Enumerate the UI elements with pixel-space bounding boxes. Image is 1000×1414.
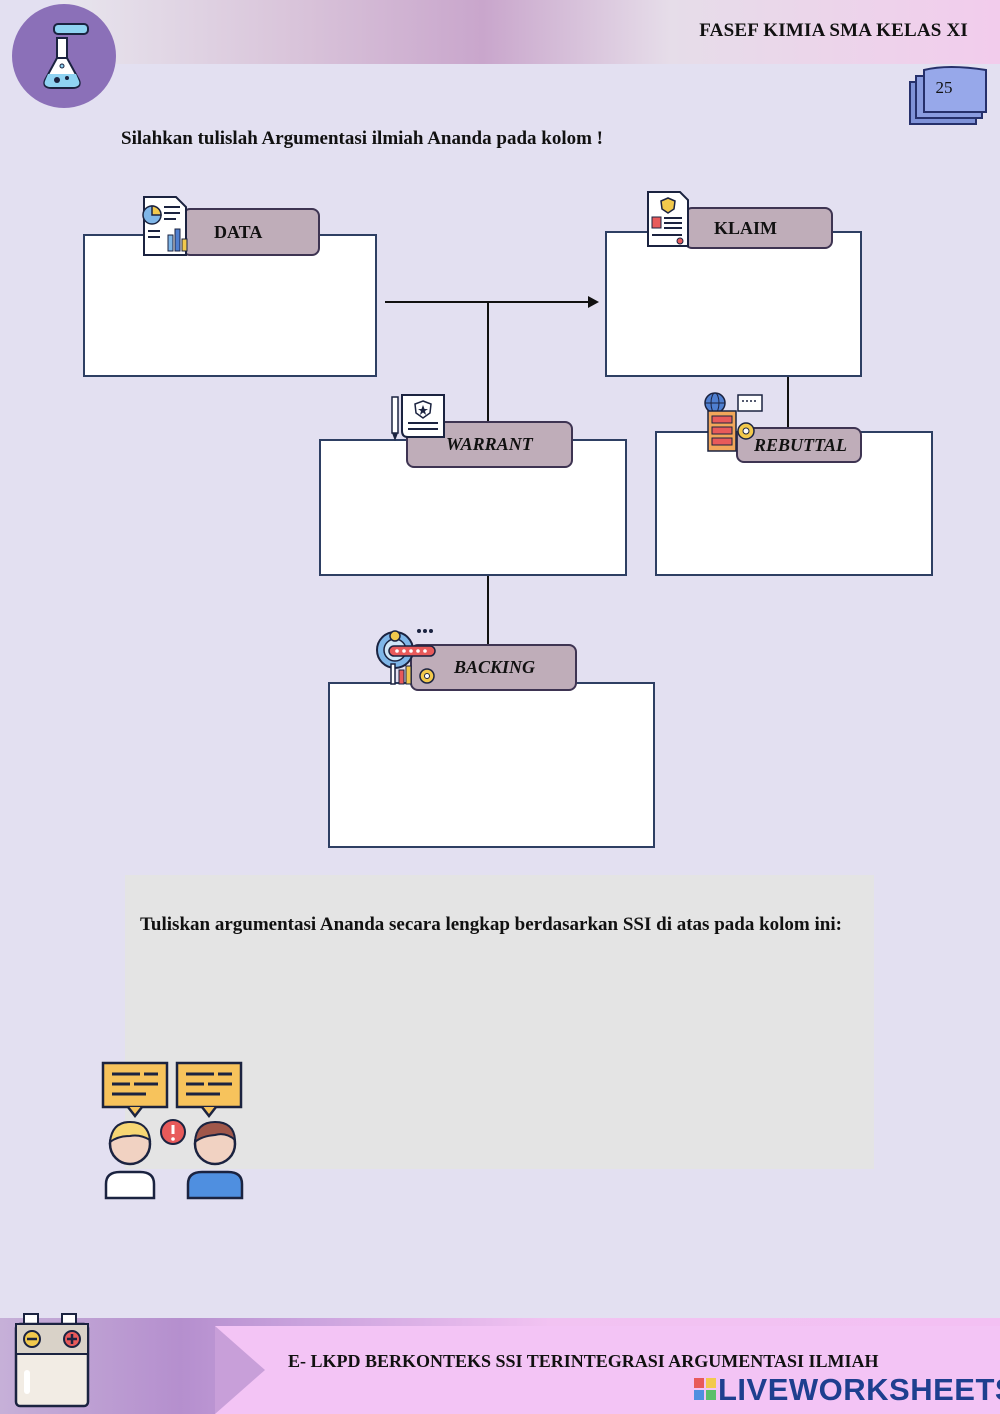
- klaim-box[interactable]: [605, 231, 862, 377]
- backing-box[interactable]: [328, 682, 655, 848]
- certificate-document-icon: [647, 191, 689, 247]
- report-chart-icon: [142, 196, 188, 256]
- data-label: DATA: [182, 208, 320, 256]
- full-argument-panel[interactable]: [125, 875, 874, 1169]
- page-number: 25: [935, 78, 953, 97]
- contract-pen-icon: [391, 394, 445, 441]
- klaim-label-text: KLAIM: [714, 217, 777, 238]
- footer-arrow: [215, 1326, 265, 1414]
- connector-warrant: [487, 302, 489, 422]
- footer-title: E- LKPD BERKONTEKS SSI TERINTEGRASI ARGU…: [288, 1351, 879, 1371]
- full-argument-prompt: Tuliskan argumentasi Ananda secara lengk…: [140, 914, 842, 935]
- battery-icon: [14, 1313, 90, 1408]
- flask-logo: [12, 4, 116, 108]
- rebuttal-label-text: REBUTTAL: [754, 434, 848, 455]
- page-number-badge: [909, 66, 987, 125]
- instruction-text: Silahkan tulislah Argumentasi ilmiah Ana…: [121, 128, 604, 149]
- debate-people-icon: [101, 1061, 244, 1200]
- klaim-label: KLAIM: [684, 207, 833, 249]
- connector-rebuttal: [787, 377, 789, 427]
- connector-backing: [487, 575, 489, 645]
- backing-label: BACKING: [410, 644, 577, 691]
- liveworksheets-brand[interactable]: LIVEWORKSHEETS: [718, 1372, 1000, 1407]
- arrow-head: [588, 296, 599, 308]
- data-label-text: DATA: [214, 221, 263, 242]
- warrant-label: WARRANT: [406, 421, 573, 468]
- header-band: [60, 0, 1000, 64]
- header-title: FASEF KIMIA SMA KELAS XI: [699, 20, 968, 41]
- liveworksheets-logo-icon: [694, 1378, 716, 1400]
- rebuttal-label: REBUTTAL: [736, 427, 862, 463]
- flask-icon: [43, 23, 89, 89]
- backing-label-text: BACKING: [454, 657, 536, 677]
- data-box[interactable]: [83, 234, 377, 377]
- warrant-label-text: WARRANT: [446, 434, 533, 454]
- footer-title-band: [215, 1326, 1000, 1414]
- server-globe-icon: [704, 392, 763, 452]
- search-analytics-icon: [376, 629, 436, 685]
